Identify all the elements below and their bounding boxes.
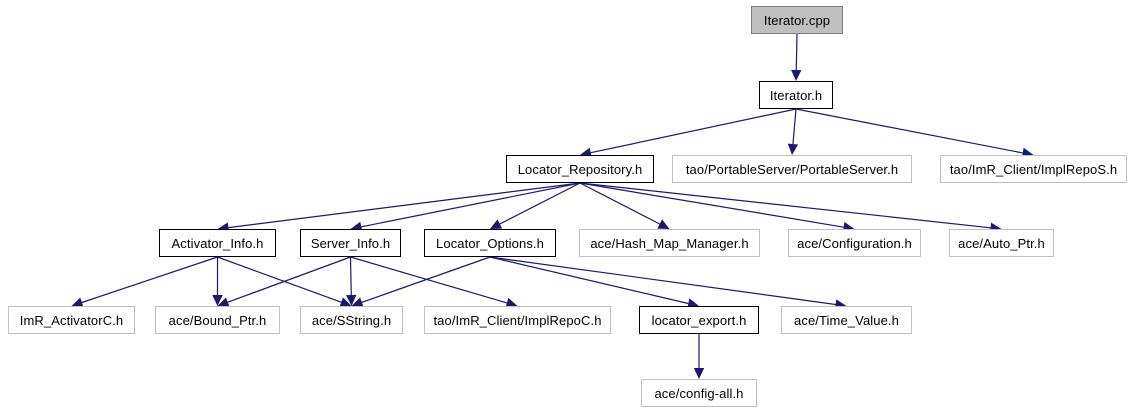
- graph-edge-server_info_h-to-sstring_h: [346, 256, 357, 306]
- graph-node-portableserver_h[interactable]: tao/PortableServer/PortableServer.h: [672, 155, 912, 183]
- graph-edge-iterator_cpp-to-iterator_h: [791, 33, 802, 81]
- graph-node-label: ace/Configuration.h: [797, 235, 912, 251]
- graph-edge-iterator_h-to-locator_repository_h: [580, 108, 797, 158]
- graph-node-label: Server_Info.h: [310, 235, 391, 251]
- graph-edge-iterator_h-to-implrepos_h: [795, 108, 1034, 159]
- graph-node-label: Iterator.cpp: [763, 12, 831, 28]
- graph-node-label: ace/config-all.h: [654, 385, 744, 401]
- graph-edge-locator_repository_h-to-activator_info_h: [217, 182, 581, 233]
- graph-node-label: locator_export.h: [651, 312, 747, 328]
- graph-node-label: Locator_Repository.h: [517, 161, 643, 177]
- graph-node-implrepoc_h[interactable]: tao/ImR_Client/ImplRepoC.h: [424, 306, 611, 334]
- graph-edge-locator_repository_h-to-auto_ptr_h: [579, 182, 1002, 233]
- arrowhead-icon: [657, 219, 670, 229]
- graph-node-label: ace/Time_Value.h: [794, 312, 899, 328]
- graph-node-label: ImR_ActivatorC.h: [19, 312, 124, 328]
- graph-node-label: ace/SString.h: [311, 312, 392, 328]
- graph-edge-server_info_h-to-bound_ptr_h: [217, 256, 351, 308]
- graph-node-config_all_h[interactable]: ace/config-all.h: [641, 379, 757, 407]
- graph-node-iterator_h[interactable]: Iterator.h: [759, 81, 833, 109]
- graph-node-label: ace/Bound_Ptr.h: [168, 312, 267, 328]
- arrowhead-icon: [693, 368, 705, 379]
- graph-node-label: tao/ImR_Client/ImplRepoS.h: [949, 161, 1118, 177]
- graph-node-auto_ptr_h[interactable]: ace/Auto_Ptr.h: [949, 229, 1054, 257]
- graph-node-iterator_cpp[interactable]: Iterator.cpp: [751, 6, 843, 34]
- graph-node-hash_map_manager_h[interactable]: ace/Hash_Map_Manager.h: [579, 229, 760, 257]
- graph-node-locator_options_h[interactable]: Locator_Options.h: [424, 229, 556, 257]
- arrowhead-icon: [787, 143, 799, 155]
- graph-node-sstring_h[interactable]: ace/SString.h: [300, 306, 403, 334]
- graph-edge-locator_export_h-to-config_all_h: [693, 334, 705, 379]
- graph-node-label: Activator_Info.h: [171, 235, 264, 251]
- graph-node-activator_info_h[interactable]: Activator_Info.h: [159, 229, 276, 257]
- graph-edge-locator_repository_h-to-hash_map_manager_h: [579, 182, 670, 229]
- graph-edge-server_info_h-to-implrepoc_h: [350, 256, 518, 308]
- graph-edge-locator_options_h-to-sstring_h: [351, 256, 491, 308]
- graph-edge-locator_repository_h-to-configuration_h: [579, 182, 855, 233]
- graph-node-locator_repository_h[interactable]: Locator_Repository.h: [506, 155, 654, 183]
- graph-node-label: tao/ImR_Client/ImplRepoC.h: [433, 312, 602, 328]
- graph-node-imr_activatorc_h[interactable]: ImR_ActivatorC.h: [8, 306, 135, 334]
- graph-node-implrepos_h[interactable]: tao/ImR_Client/ImplRepoS.h: [940, 155, 1127, 183]
- graph-edge-locator_options_h-to-time_value_h: [489, 256, 847, 310]
- graph-node-time_value_h[interactable]: ace/Time_Value.h: [781, 306, 912, 334]
- graph-node-label: tao/PortableServer/PortableServer.h: [685, 161, 899, 177]
- graph-edge-locator_repository_h-to-locator_options_h: [490, 182, 581, 229]
- graph-node-label: Iterator.h: [769, 87, 823, 103]
- graph-node-label: ace/Hash_Map_Manager.h: [590, 235, 749, 251]
- graph-edge-activator_info_h-to-sstring_h: [217, 256, 352, 308]
- graph-node-bound_ptr_h[interactable]: ace/Bound_Ptr.h: [155, 306, 280, 334]
- graph-edge-activator_info_h-to-imr_activatorc_h: [71, 256, 218, 308]
- graph-node-label: Locator_Options.h: [436, 235, 544, 251]
- graph-edge-locator_repository_h-to-server_info_h: [350, 182, 581, 232]
- graph-edge-activator_info_h-to-bound_ptr_h: [212, 257, 223, 306]
- arrowhead-icon: [212, 295, 223, 306]
- graph-edge-iterator_h-to-portableserver_h: [787, 108, 799, 155]
- arrowhead-icon: [791, 69, 802, 81]
- arrowhead-icon: [490, 219, 503, 229]
- graph-node-configuration_h[interactable]: ace/Configuration.h: [788, 229, 921, 257]
- graph-node-server_info_h[interactable]: Server_Info.h: [300, 229, 401, 257]
- arrowhead-icon: [346, 294, 357, 306]
- graph-node-label: ace/Auto_Ptr.h: [958, 235, 1045, 251]
- graph-node-locator_export_h[interactable]: locator_export.h: [639, 306, 759, 334]
- graph-edge-locator_options_h-to-locator_export_h: [489, 256, 699, 309]
